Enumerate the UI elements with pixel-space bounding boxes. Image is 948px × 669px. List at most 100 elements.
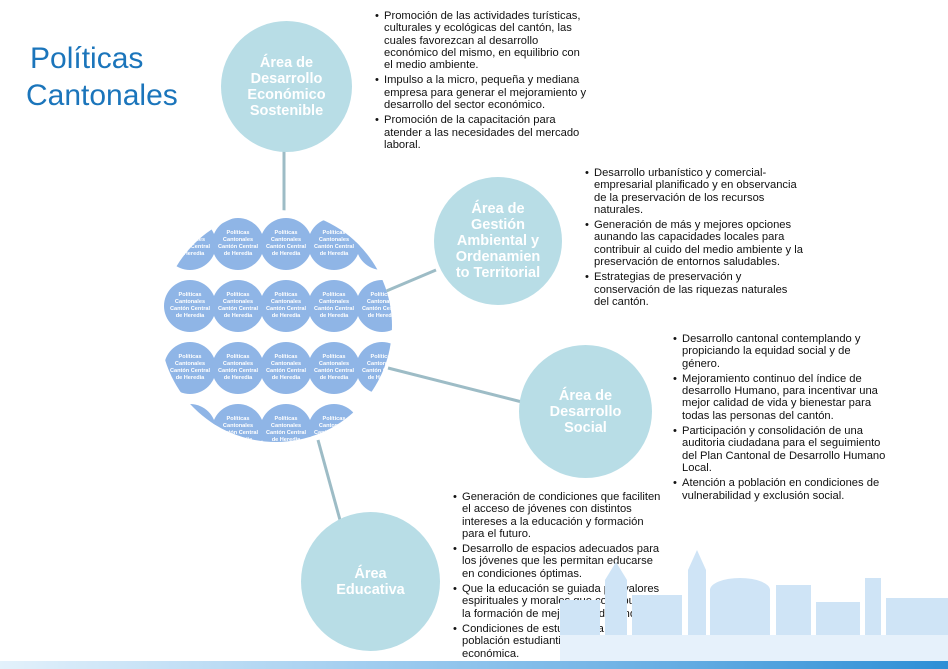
logo-tile-text: Políticas bbox=[370, 229, 392, 236]
logo-tile-text: de Heredia bbox=[319, 375, 349, 382]
logo-tile-text: Cantón Central bbox=[313, 368, 355, 374]
logo-tile-text: Cantón Central bbox=[169, 368, 211, 374]
node-label: Área Educativa bbox=[336, 565, 405, 598]
page-title: Políticas Cantonales bbox=[26, 40, 178, 114]
node-gestion-ambiental: Área de Gestión Ambiental y Ordenamien t… bbox=[434, 177, 562, 305]
logo-tile-text: Cantonales bbox=[174, 360, 206, 367]
logo-tile-text: Cantonales bbox=[318, 298, 350, 305]
logo-tile-text: Cantón Central bbox=[265, 430, 307, 436]
list-gestion-ambiental: Desarrollo urbanístico y comercial-empre… bbox=[585, 167, 803, 311]
logo-tile-text: Cantonales bbox=[318, 236, 350, 243]
logo-tile-text: Políticas bbox=[274, 415, 298, 422]
logo-tile-text: Cantón Central bbox=[265, 306, 307, 312]
logo-tile-text: de Heredia bbox=[367, 375, 392, 382]
logo-tile-text: Políticas bbox=[178, 353, 202, 360]
logo-tile-text: Políticas bbox=[274, 229, 298, 236]
logo-tile-text: Políticas bbox=[274, 353, 298, 360]
logo-tile-text: Cantón Central bbox=[217, 306, 259, 312]
logo-tile-text: Políticas bbox=[322, 291, 346, 298]
logo-tile-text: de Heredia bbox=[223, 375, 253, 382]
logo-tile-text: de Heredia bbox=[175, 437, 205, 442]
node-label: Área de Desarrollo Económico Sostenible bbox=[247, 54, 326, 119]
logo-tile-text: Políticas bbox=[322, 229, 346, 236]
logo-tile-text: Cantón Central bbox=[361, 244, 392, 250]
logo-tile-text: Cantón Central bbox=[265, 244, 307, 250]
logo-tile-text: Cantón Central bbox=[361, 430, 392, 436]
logo-tile-text: Cantonales bbox=[174, 236, 206, 243]
logo-tile-text: Cantonales bbox=[174, 422, 206, 429]
list-item: Desarrollo cantonal contemplando y propi… bbox=[673, 333, 888, 370]
logo-tile-text: de Heredia bbox=[367, 313, 392, 320]
logo-tile-text: Políticas bbox=[178, 415, 202, 422]
logo-tile-text: Políticas bbox=[226, 415, 250, 422]
logo-tile-text: de Heredia bbox=[223, 251, 253, 258]
logo-tile-text: Políticas bbox=[178, 291, 202, 298]
logo-tile-text: de Heredia bbox=[223, 437, 253, 442]
logo-tile-text: Cantonales bbox=[366, 298, 392, 305]
logo-tile-text: de Heredia bbox=[319, 251, 349, 258]
list-item: Generación de más y mejores opciones aun… bbox=[585, 219, 803, 268]
logo-tile-text: Cantón Central bbox=[313, 306, 355, 312]
logo-tile-text: de Heredia bbox=[271, 251, 301, 258]
list-item: Promoción de las actividades turísticas,… bbox=[375, 10, 587, 71]
logo-tile-text: Políticas bbox=[322, 415, 346, 422]
list-item: Participación y consolidación de una aud… bbox=[673, 425, 888, 474]
connector-educativa bbox=[316, 439, 342, 521]
list-desarrollo-economico: Promoción de las actividades turísticas,… bbox=[375, 10, 587, 154]
logo-tile-text: de Heredia bbox=[319, 437, 349, 442]
node-desarrollo-social: Área de Desarrollo Social bbox=[519, 345, 652, 478]
logo-tile-text: de Heredia bbox=[367, 437, 392, 442]
logo-tile-text: Cantonales bbox=[222, 236, 254, 243]
node-area-educativa: Área Educativa bbox=[301, 512, 440, 651]
logo-tile-text: de Heredia bbox=[367, 251, 392, 258]
list-item: Generación de condiciones que faciliten … bbox=[453, 491, 663, 540]
logo-tile-text: Cantón Central bbox=[217, 368, 259, 374]
logo-tile-text: de Heredia bbox=[271, 313, 301, 320]
logo-tile-text: Cantón Central bbox=[313, 244, 355, 250]
logo-tile-text: Cantonales bbox=[366, 422, 392, 429]
city-skyline-decoration bbox=[560, 550, 948, 662]
logo-tile-text: de Heredia bbox=[319, 313, 349, 320]
connector-ambiental bbox=[383, 268, 437, 294]
list-item: Estrategias de preservación y conservaci… bbox=[585, 271, 803, 308]
node-label: Área de Gestión Ambiental y Ordenamien t… bbox=[455, 201, 541, 281]
list-area-educativa: Generación de condiciones que faciliten … bbox=[453, 491, 663, 669]
logo-tile-text: Cantón Central bbox=[169, 244, 211, 250]
logo-tile-text: de Heredia bbox=[175, 251, 205, 258]
logo-tile-text: Políticas bbox=[370, 291, 392, 298]
logo-tile-text: Cantonales bbox=[270, 422, 302, 429]
logo-tile-text: Cantón Central bbox=[169, 306, 211, 312]
logo-tile-text: Cantonales bbox=[270, 236, 302, 243]
logo-tile-text: Políticas bbox=[370, 353, 392, 360]
logo-tile-text: Cantonales bbox=[270, 360, 302, 367]
title-line-2: Cantonales bbox=[26, 79, 178, 112]
logo-tile-text: de Heredia bbox=[175, 313, 205, 320]
logo-tile-text: Políticas bbox=[226, 353, 250, 360]
list-desarrollo-social: Desarrollo cantonal contemplando y propi… bbox=[673, 333, 888, 505]
logo-tile-text: Cantón Central bbox=[169, 430, 211, 436]
logo-tile-text: de Heredia bbox=[223, 313, 253, 320]
logo-tile-text: Cantón Central bbox=[361, 368, 392, 374]
list-item: Impulso a la micro, pequeña y mediana em… bbox=[375, 74, 587, 111]
list-item: Desarrollo urbanístico y comercial-empre… bbox=[585, 167, 803, 216]
logo-tile-text: Cantonales bbox=[366, 236, 392, 243]
logo-tile-text: Cantonales bbox=[270, 298, 302, 305]
list-item: Promoción de la capacitación para atende… bbox=[375, 114, 587, 151]
logo-tile-text: Cantonales bbox=[222, 422, 254, 429]
logo-tile-text: Cantonales bbox=[222, 298, 254, 305]
list-item: Atención a población en condiciones de v… bbox=[673, 477, 888, 502]
